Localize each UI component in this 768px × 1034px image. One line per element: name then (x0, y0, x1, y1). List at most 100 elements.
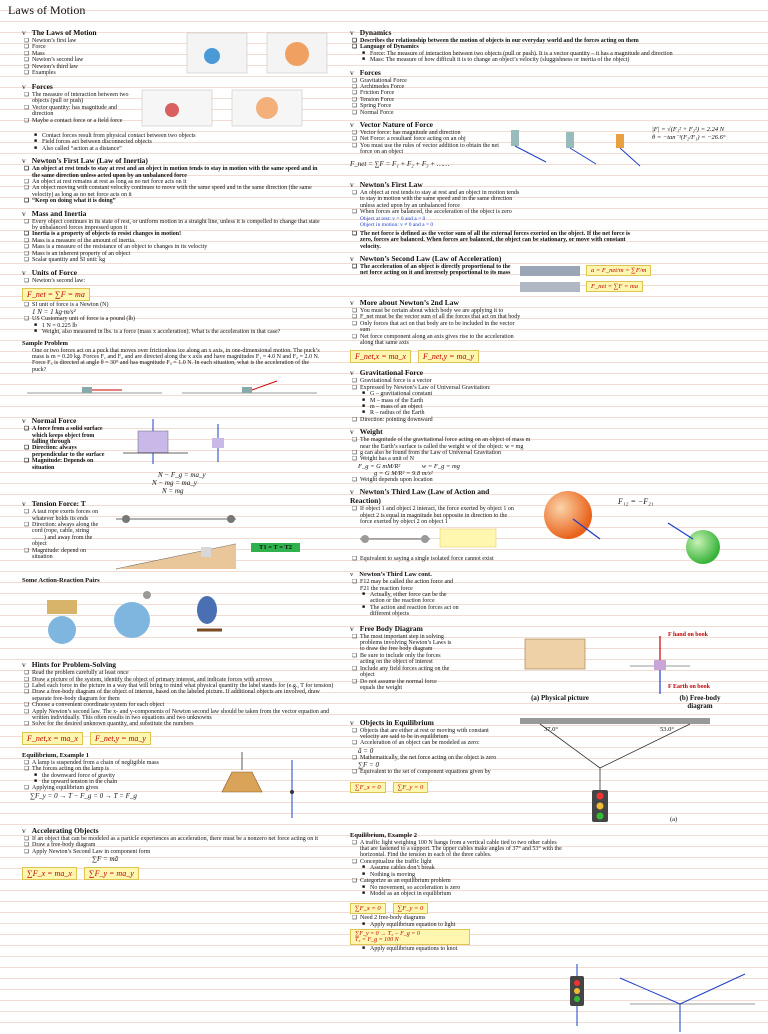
list-item: g can also be found from the Law of Univ… (352, 450, 532, 457)
vector-diagram (511, 130, 641, 167)
vector-result: |F| = √(F₁² + F₂²) = 2.24 N (652, 126, 725, 134)
third-law-list: If object 1 and object 2 interact, the f… (350, 506, 520, 525)
eq1-list: A lamp is suspended from a chain of negl… (22, 760, 182, 792)
diagram-caption: (a) (670, 815, 678, 823)
list-item: Magnitude: depend on situation (24, 548, 102, 561)
forces-sublist: Contact forces result from physical cont… (22, 133, 362, 153)
list-item: Direction: always along the cord (rope, … (24, 522, 102, 548)
list-item: Need 2 free-body diagrams (352, 915, 562, 922)
list-item: F_net must be the vector sum of all the … (352, 314, 522, 321)
list-item: Net Force: a resultant force acting on a… (352, 136, 500, 143)
third-law-formula: F₁₂ = −F₂₁ (618, 497, 654, 507)
list-item: Weight depends upon location (352, 477, 760, 484)
equil-list-2: Mathematically, the net force acting on … (350, 755, 500, 762)
third-cont-list: F12 may be called the action force and F… (350, 579, 462, 617)
accel-list: If an object that can be modeled as a pa… (22, 836, 324, 856)
list-item: An object moving with constant velocity … (24, 185, 324, 198)
units-list-2: SI unit of force is a Newton (N) (22, 302, 324, 309)
normal-eq1: N − F_g = ma_y (158, 471, 206, 480)
normal-eq2: N − mg = ma_y (152, 479, 197, 488)
weight-list-2: Weight depends upon location (350, 477, 760, 484)
list-item: Apply Newton’s Second Law in component f… (24, 849, 324, 856)
list-item: Direction: pointing downward (352, 417, 532, 424)
list-item: The most important step in solving probl… (352, 634, 452, 653)
fbd-list: The most important step in solving probl… (350, 634, 452, 692)
list-item: Solve for the desired unknown quantity, … (24, 721, 334, 728)
list-item: SI unit of force is a Newton (N) (24, 302, 324, 309)
eq1-section: Equilibrium, Example 1 A lamp is suspend… (22, 751, 362, 822)
list-item: Apply equilibrium equations to knot (352, 946, 760, 953)
list-item: M – mass of the Earth (352, 398, 532, 405)
list-item: Gravitational Force (352, 78, 760, 85)
eq2-line2: T₃ = F_g = 100 N (355, 937, 399, 944)
list-item: Include any field forces acting on the o… (352, 666, 452, 679)
list-item: An object at rest remains at rest as lon… (24, 179, 324, 186)
list-item: A force from a solid surface which keeps… (24, 426, 112, 445)
list-item: Apply equilibrium equation to light (352, 922, 562, 929)
weight-f2: w = F_g = mg (421, 462, 460, 470)
eq2-list-3: Apply equilibrium equations to knot (350, 946, 760, 953)
list-item: An object at rest tends to stay at rest … (24, 166, 324, 179)
list-item: Contact forces result from physical cont… (24, 133, 362, 140)
first-law-right-list: An object at rest tends to stay at rest … (350, 190, 522, 216)
fbd-label-bottom: F Earth on book (668, 683, 710, 690)
list-item: The forces acting on the lamp is (24, 766, 182, 773)
list-item: Draw a free-body diagram of the object o… (24, 689, 334, 702)
eq2-section: Equilibrium, Example 2 A traffic light w… (350, 832, 760, 953)
list-item: Mass is an inherent property of an objec… (24, 251, 324, 258)
pairs-diagram (47, 591, 222, 645)
list-item: Mass (24, 51, 182, 58)
list-item: Newton’s second law (24, 57, 182, 64)
vector-list: Vector force: has magnitude and directio… (350, 130, 500, 156)
list-item: Newton’s first law (24, 38, 182, 45)
normal-list: A force from a solid surface which keeps… (22, 426, 112, 471)
eq1-heading: Equilibrium, Example 1 (22, 751, 89, 759)
list-item: Also called “action at a distance” (24, 146, 362, 153)
list-item: Label each force in the picture in a way… (24, 683, 334, 690)
hints-list: Read the problem carefully at least once… (22, 670, 334, 728)
motion-state: Object in motion: v ≠ 0 and a = 0 (360, 221, 434, 228)
eq2-list: A traffic light weighing 100 N hangs fro… (350, 840, 562, 898)
list-item: 1 N = 0.225 lb (24, 323, 324, 330)
list-item: Inertia is a property of objects to resi… (24, 231, 324, 238)
list-item: Conceptualize the traffic light (352, 859, 562, 866)
laws-list: Newton’s first law Force Mass Newton’s s… (22, 38, 182, 77)
list-item: The net force is defined as the vector s… (352, 231, 632, 250)
vector-angle: θ = −tan⁻¹(F₂/F₁) = −26.6° (652, 134, 726, 142)
list-item: Weight has a unit of N (352, 456, 532, 463)
list-item: Mass is a measure of the amount of inert… (24, 238, 324, 245)
forces-types-list: Gravitational Force Archimedes Force Fri… (350, 78, 760, 117)
list-item: Force: The measure of interaction betwee… (352, 51, 752, 58)
list-item: You must be certain about which body we … (352, 308, 522, 315)
list-item: Direction: always perpendicular to the s… (24, 445, 112, 458)
third-law-diagram (360, 529, 497, 548)
tension-list: A taut rope exerts forces on whatever ho… (22, 509, 102, 560)
eq2-fx: ∑F_x = 0 (350, 903, 386, 915)
list-item: Tension Force (352, 97, 760, 104)
list-item: Mass: The measure of how difficult it is… (352, 57, 752, 64)
list-item: Spring Force (352, 103, 760, 110)
list-item: Do not assume the normal force equals th… (352, 679, 452, 692)
list-item: The acceleration of an object is directl… (352, 264, 512, 277)
rest-state: Object at rest: v = 0 and a = 0 (360, 215, 426, 222)
list-item: Choose a convenient coordinate system fo… (24, 702, 334, 709)
